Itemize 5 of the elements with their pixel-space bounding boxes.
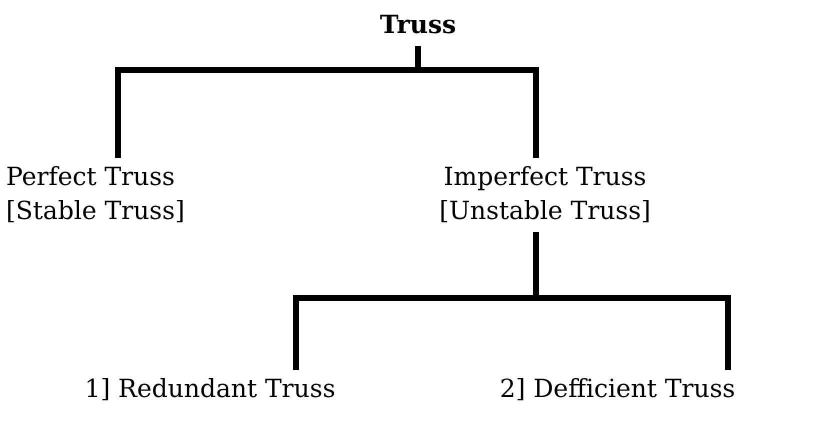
category-label: Imperfect Truss [Unstable Truss]	[438, 161, 652, 227]
category-label: 2] Defficient Truss	[498, 373, 736, 405]
category-label: Perfect Truss [Stable Truss]	[6, 161, 186, 227]
category-label: 1] Redundant Truss	[84, 373, 336, 405]
root-heading: Truss	[378, 9, 458, 41]
